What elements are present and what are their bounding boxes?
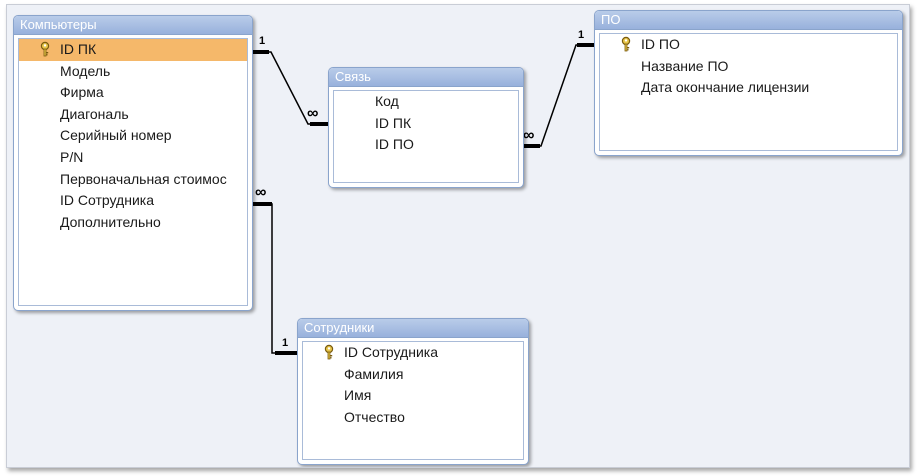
table-field[interactable]: Модель: [19, 61, 247, 83]
key-icon: [324, 344, 334, 360]
field-label: ID Сотрудника: [60, 192, 154, 209]
field-label: Диагональ: [60, 105, 129, 122]
table-field[interactable]: ID ПО: [600, 34, 897, 56]
table-field[interactable]: ID Сотрудника: [19, 190, 247, 212]
rel-one-label: 1: [282, 337, 289, 349]
rel-many-label: ∞: [307, 105, 319, 122]
table-software[interactable]: ПО ID ПО Название ПО Дата окончание лиценз…: [594, 10, 903, 156]
table-field[interactable]: Дополнительно: [19, 212, 247, 234]
field-label: Код: [375, 93, 399, 109]
field-label: Первоначальная стоимос: [60, 170, 227, 187]
field-label: Имя: [344, 387, 372, 404]
table-field[interactable]: Дата окончание лицензии: [600, 77, 897, 99]
field-label: Серийный номер: [60, 127, 172, 144]
field-label: Фамилия: [344, 365, 404, 382]
table-field[interactable]: Код: [334, 91, 518, 113]
field-list: Код ID ПК ID ПО: [333, 90, 519, 183]
field-label: ID ПК: [375, 114, 412, 131]
field-label: ID Сотрудника: [344, 344, 438, 360]
relationship-line-computers-employees[interactable]: [250, 203, 298, 354]
field-label: ID ПО: [375, 136, 414, 153]
rel-one-label: 1: [578, 29, 585, 41]
table-field[interactable]: Название ПО: [600, 56, 897, 78]
field-label: Название ПО: [641, 57, 729, 74]
field-label: Дата окончание лицензии: [641, 79, 810, 96]
field-list: ID ПО Название ПО Дата окончание лицензии: [599, 33, 898, 151]
field-label: ID ПО: [641, 36, 680, 52]
table-field[interactable]: Фамилия: [303, 364, 523, 386]
rel-many-label: ∞: [255, 184, 267, 201]
table-field[interactable]: Диагональ: [19, 104, 247, 126]
relationship-lines: [250, 43, 595, 355]
field-label: P/N: [60, 148, 84, 165]
table-title[interactable]: ПО: [595, 11, 902, 30]
table-title[interactable]: Сотрудники: [298, 319, 528, 338]
field-label: Модель: [60, 62, 111, 79]
key-icon: [621, 36, 631, 52]
table-field[interactable]: Первоначальная стоимос: [19, 169, 247, 191]
rel-many-label: ∞: [523, 127, 535, 144]
field-label: Отчество: [344, 408, 405, 425]
table-field[interactable]: Имя: [303, 385, 523, 407]
table-title[interactable]: Связь: [329, 68, 523, 87]
field-label: ID ПК: [60, 41, 97, 57]
field-label: Дополнительно: [60, 213, 161, 230]
rel-one-label: 1: [259, 35, 266, 47]
table-field[interactable]: Фирма: [19, 82, 247, 104]
field-label: Фирма: [60, 84, 104, 101]
table-field[interactable]: ID ПО: [334, 134, 518, 156]
table-title[interactable]: Компьютеры: [14, 16, 252, 35]
table-field[interactable]: ID Сотрудника: [303, 342, 523, 364]
table-field[interactable]: P/N: [19, 147, 247, 169]
table-field[interactable]: ID ПК: [19, 39, 247, 61]
table-field[interactable]: ID ПК: [334, 113, 518, 135]
table-field[interactable]: Серийный номер: [19, 125, 247, 147]
key-icon: [40, 41, 50, 57]
table-field[interactable]: Отчество: [303, 407, 523, 429]
table-link[interactable]: Связь Код ID ПК ID ПО: [328, 67, 524, 188]
